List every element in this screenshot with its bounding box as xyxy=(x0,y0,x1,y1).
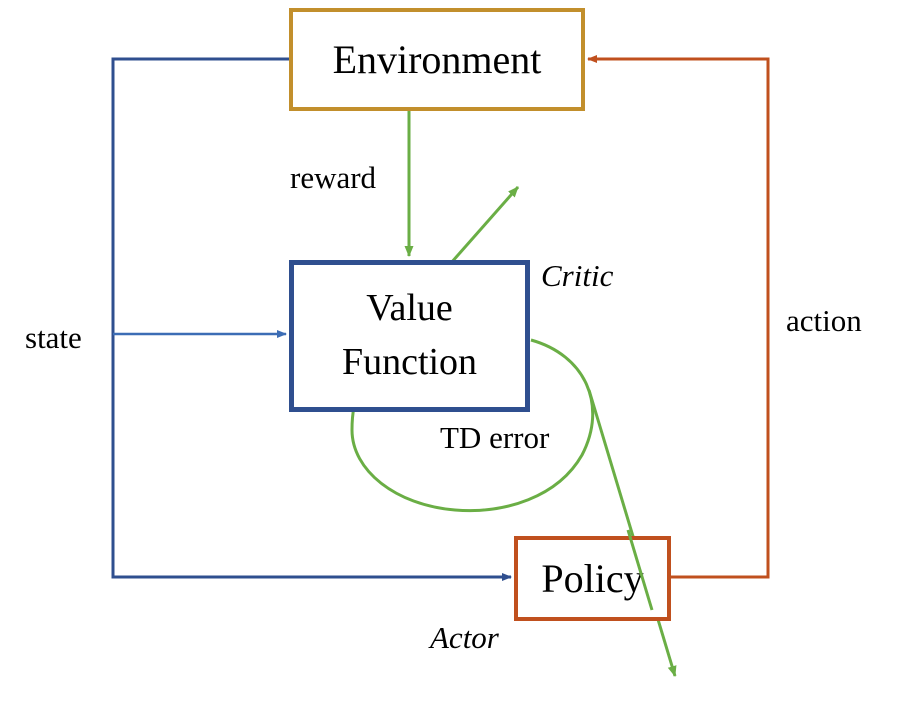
critic-label: Critic xyxy=(541,258,614,293)
action-label: action xyxy=(786,303,862,338)
value-function-label: Value Function xyxy=(342,282,477,390)
actor-label: Actor xyxy=(430,620,499,655)
value-function-box: Value Function xyxy=(289,260,530,412)
environment-box: Environment xyxy=(289,8,585,111)
environment-label: Environment xyxy=(332,36,542,82)
policy-label: Policy xyxy=(541,555,644,601)
state-label: state xyxy=(25,320,82,355)
state-line xyxy=(111,57,512,581)
policy-box: Policy xyxy=(514,536,671,621)
value-function-label-line-2: Function xyxy=(341,341,478,383)
action-line xyxy=(587,55,770,579)
reward-label: reward xyxy=(290,160,377,195)
actor-update-arrow xyxy=(587,389,677,677)
td-error-label: TD error xyxy=(440,420,550,455)
value-function-label-line-1: Value xyxy=(366,287,453,330)
